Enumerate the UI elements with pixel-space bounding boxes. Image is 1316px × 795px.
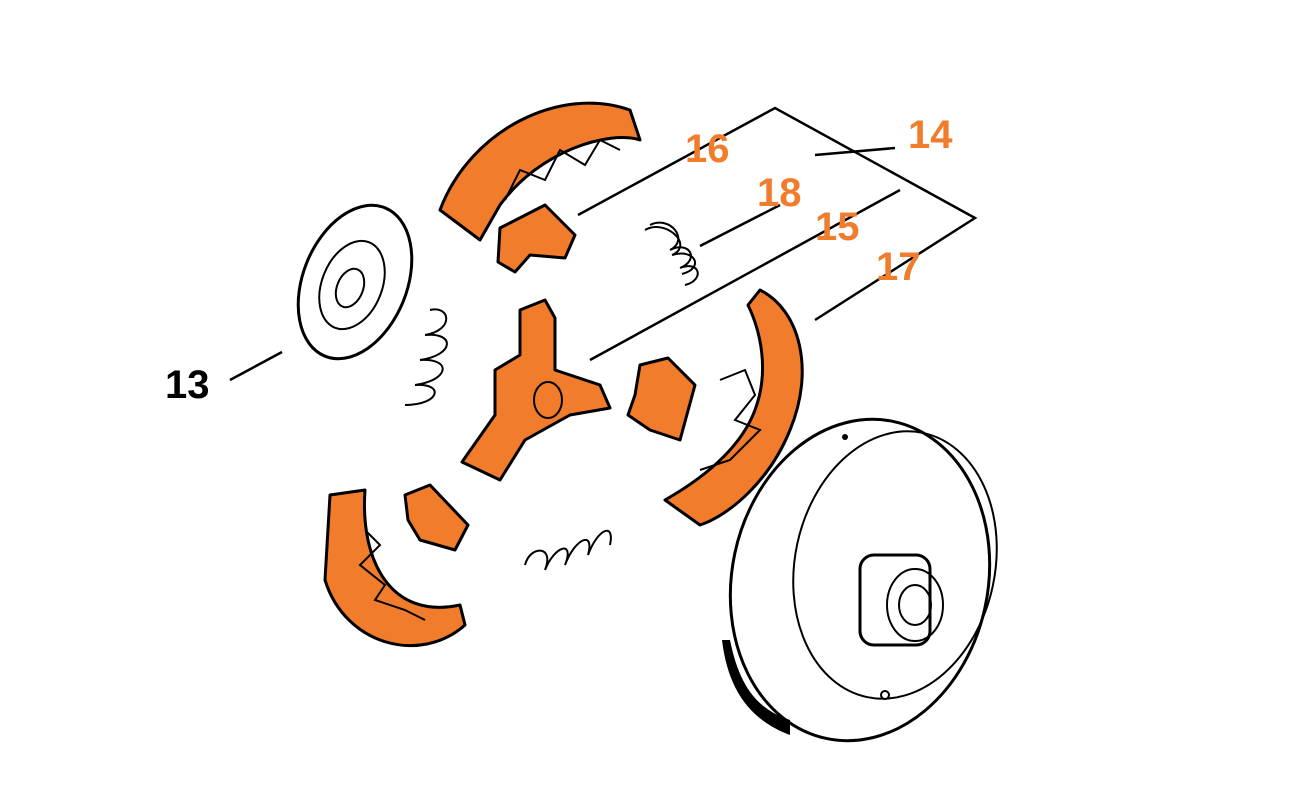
label-16: 16 (685, 127, 730, 171)
spring-lower (524, 529, 612, 571)
clutch-shoe-lower (323, 488, 467, 648)
spring-upper (644, 221, 699, 286)
leader-lines (229, 106, 978, 382)
clip-lower (403, 483, 470, 552)
label-17: 17 (876, 245, 921, 289)
clutch-shoe-right (663, 288, 804, 527)
clutch-drum (722, 417, 998, 743)
clip-right (626, 356, 697, 442)
part-labels: 13 14 15 16 17 18 (165, 113, 953, 407)
spring-left (404, 308, 448, 406)
clutch-hub (460, 298, 612, 482)
label-13: 13 (165, 363, 210, 407)
clip-upper (496, 203, 577, 274)
label-18: 18 (757, 171, 802, 215)
washer-part (296, 203, 414, 361)
sprocket (858, 553, 944, 647)
clutch-shoe-upper (438, 101, 642, 242)
label-14: 14 (908, 113, 953, 157)
label-15: 15 (815, 205, 860, 249)
